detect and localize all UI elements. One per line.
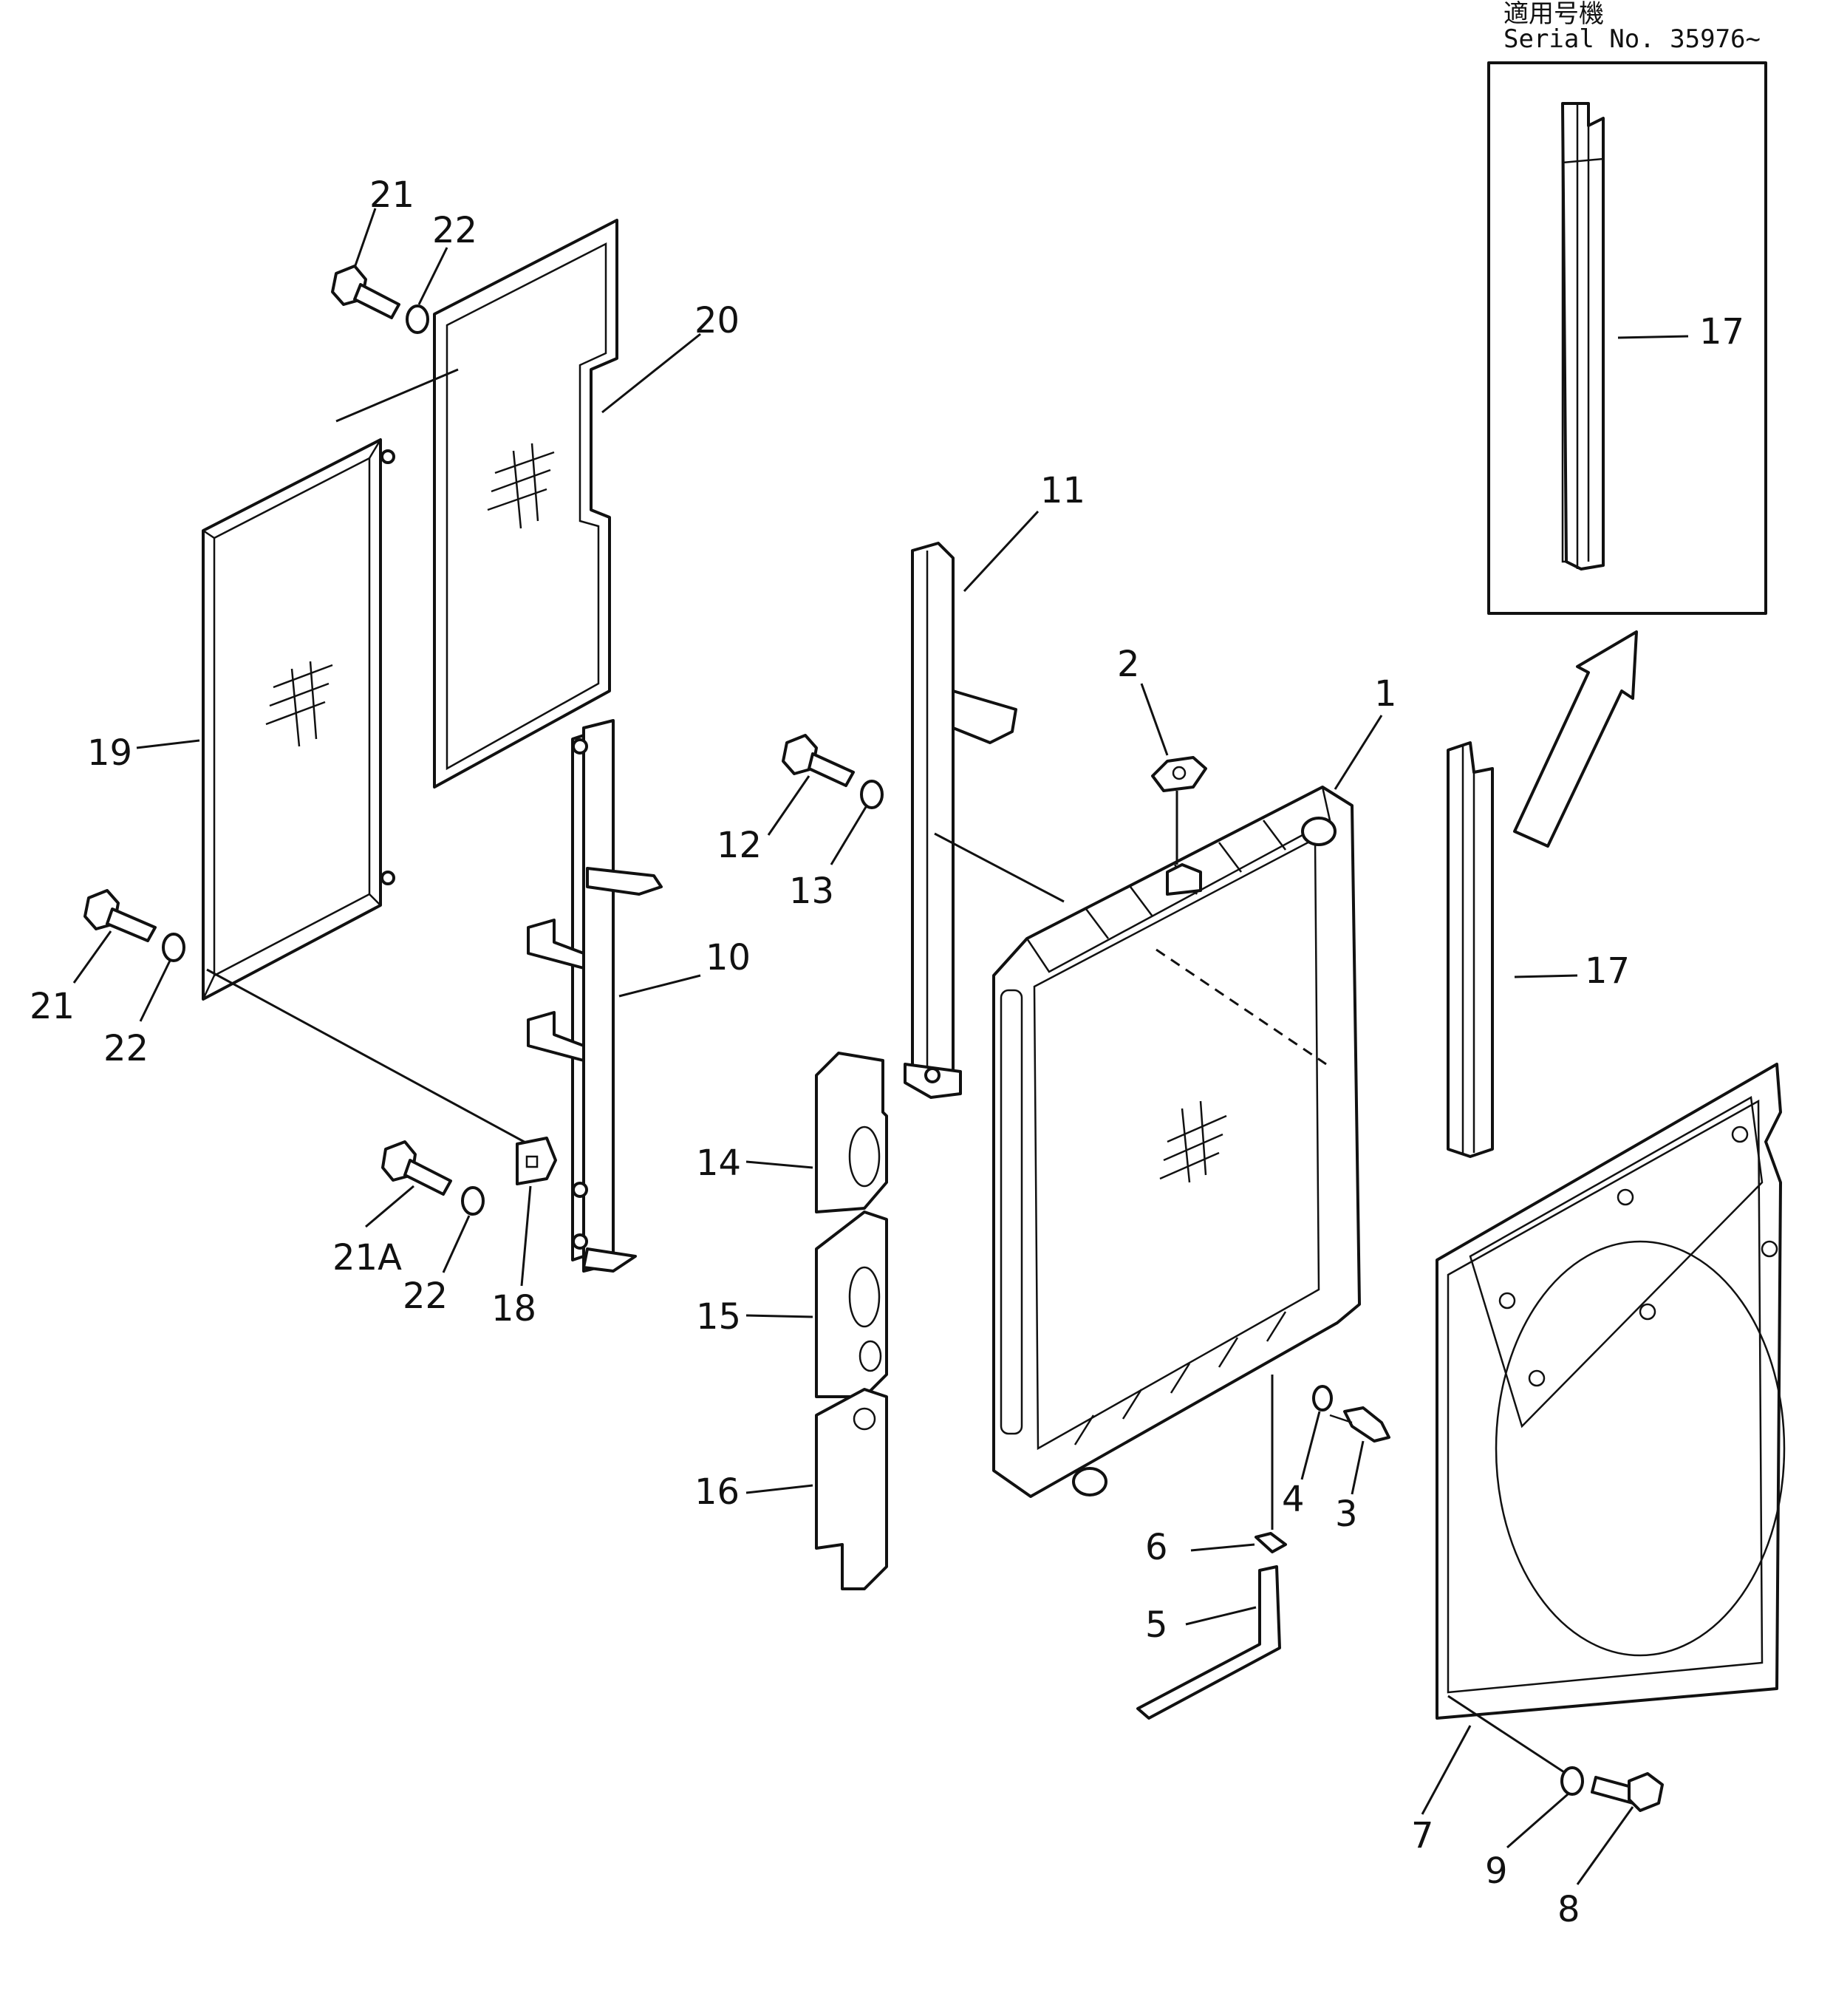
callout-21-upper: 21 xyxy=(369,174,414,216)
part-10-bracket xyxy=(527,719,663,1273)
leader-4 xyxy=(1300,1411,1321,1480)
callout-17: 17 xyxy=(1585,950,1630,992)
part-9-washer xyxy=(1560,1766,1584,1796)
part-22-washer-lower xyxy=(461,1186,485,1216)
assembly-line-7 xyxy=(1447,1695,1567,1775)
leader-14 xyxy=(745,1160,813,1169)
leader-11 xyxy=(963,510,1040,593)
part-2-radiator-cap xyxy=(1151,756,1207,792)
arrow-to-inset xyxy=(1513,630,1638,848)
leader-13 xyxy=(830,806,867,865)
part-11-side-channel xyxy=(904,542,1017,1099)
part-17-filler xyxy=(1447,741,1494,1158)
part-3-drain-cock xyxy=(1329,1406,1390,1443)
callout-7: 7 xyxy=(1411,1815,1434,1856)
part-18-bracket-clip xyxy=(516,1137,557,1185)
part-21-bolt-left xyxy=(83,889,157,942)
leader-7 xyxy=(1421,1725,1472,1815)
assembly-line-20 xyxy=(335,368,459,423)
callout-21A: 21A xyxy=(332,1237,402,1278)
callout-2: 2 xyxy=(1117,644,1140,685)
callout-22-lower: 22 xyxy=(403,1276,448,1317)
callout-12: 12 xyxy=(717,825,762,866)
leader-1 xyxy=(1334,715,1383,790)
callout-17-inset: 17 xyxy=(1699,311,1744,353)
leader-15 xyxy=(745,1314,813,1318)
applicable-serial-heading: 適用号機 xyxy=(1503,0,1604,29)
part-12-bolt xyxy=(782,734,855,787)
leader-21b xyxy=(72,930,112,984)
leader-12 xyxy=(767,775,810,836)
leader-3 xyxy=(1351,1440,1365,1495)
assembly-line-19 xyxy=(206,968,529,1145)
part-8-bolt xyxy=(1591,1772,1664,1812)
leader-6 xyxy=(1190,1543,1255,1552)
callout-19: 19 xyxy=(87,732,132,774)
callout-13: 13 xyxy=(789,871,834,912)
callout-6: 6 xyxy=(1145,1527,1168,1568)
leader-21A xyxy=(365,1185,414,1228)
part-5-drain-hose xyxy=(1136,1565,1281,1720)
part-1-radiator xyxy=(992,786,1361,1498)
part-16-block xyxy=(815,1388,888,1590)
callout-21-left: 21 xyxy=(30,986,75,1027)
callout-4: 4 xyxy=(1282,1479,1305,1520)
part-7-fan-shroud xyxy=(1436,1063,1786,1720)
callout-3: 3 xyxy=(1335,1494,1358,1535)
part-17-detail xyxy=(1561,102,1605,571)
leader-21a xyxy=(353,208,377,268)
callout-9: 9 xyxy=(1485,1850,1508,1892)
leader-22b xyxy=(139,960,171,1022)
callout-15: 15 xyxy=(696,1296,741,1338)
callout-22-left: 22 xyxy=(103,1028,149,1069)
callout-5: 5 xyxy=(1145,1604,1168,1646)
part-21-bolt-upper xyxy=(331,265,400,319)
part-22-washer-upper xyxy=(406,304,429,334)
part-15-block xyxy=(815,1210,888,1398)
part-13-washer xyxy=(860,780,884,809)
callout-8: 8 xyxy=(1557,1889,1580,1930)
leader-8 xyxy=(1576,1806,1634,1885)
callout-16: 16 xyxy=(694,1471,740,1513)
part-20-screen-panel xyxy=(433,219,618,789)
callout-labels: 1 2 3 4 5 6 7 8 9 10 11 12 13 14 15 16 1… xyxy=(30,174,1744,1930)
leader-20 xyxy=(601,333,701,414)
part-21A-bolt xyxy=(381,1140,452,1196)
callout-11: 11 xyxy=(1040,470,1085,511)
part-6-clamp xyxy=(1255,1532,1287,1553)
serial-number-label: Serial No. 35976~ xyxy=(1503,24,1761,54)
leader-19 xyxy=(136,739,200,749)
part-19-screen-panel xyxy=(202,438,395,1001)
callout-20: 20 xyxy=(694,300,740,341)
callout-18: 18 xyxy=(491,1288,536,1329)
leader-2 xyxy=(1140,683,1169,756)
leader-17a xyxy=(1617,335,1689,339)
assembly-line-11 xyxy=(934,832,1065,903)
part-22-washer-left xyxy=(162,933,185,962)
part-4-o-ring xyxy=(1312,1385,1333,1411)
leader-22a xyxy=(417,247,448,305)
leader-22c xyxy=(442,1215,471,1273)
inset-frame xyxy=(1487,61,1767,615)
callout-1: 1 xyxy=(1374,673,1397,715)
callout-14: 14 xyxy=(696,1142,741,1184)
leader-17b xyxy=(1514,974,1578,978)
leader-5 xyxy=(1185,1606,1257,1626)
callout-22-upper: 22 xyxy=(432,210,477,251)
callout-10: 10 xyxy=(706,937,751,978)
leader-9 xyxy=(1506,1793,1569,1849)
leader-16 xyxy=(745,1484,813,1494)
part-14-block xyxy=(815,1052,888,1213)
leader-18 xyxy=(520,1185,532,1287)
leader-10 xyxy=(618,974,701,998)
